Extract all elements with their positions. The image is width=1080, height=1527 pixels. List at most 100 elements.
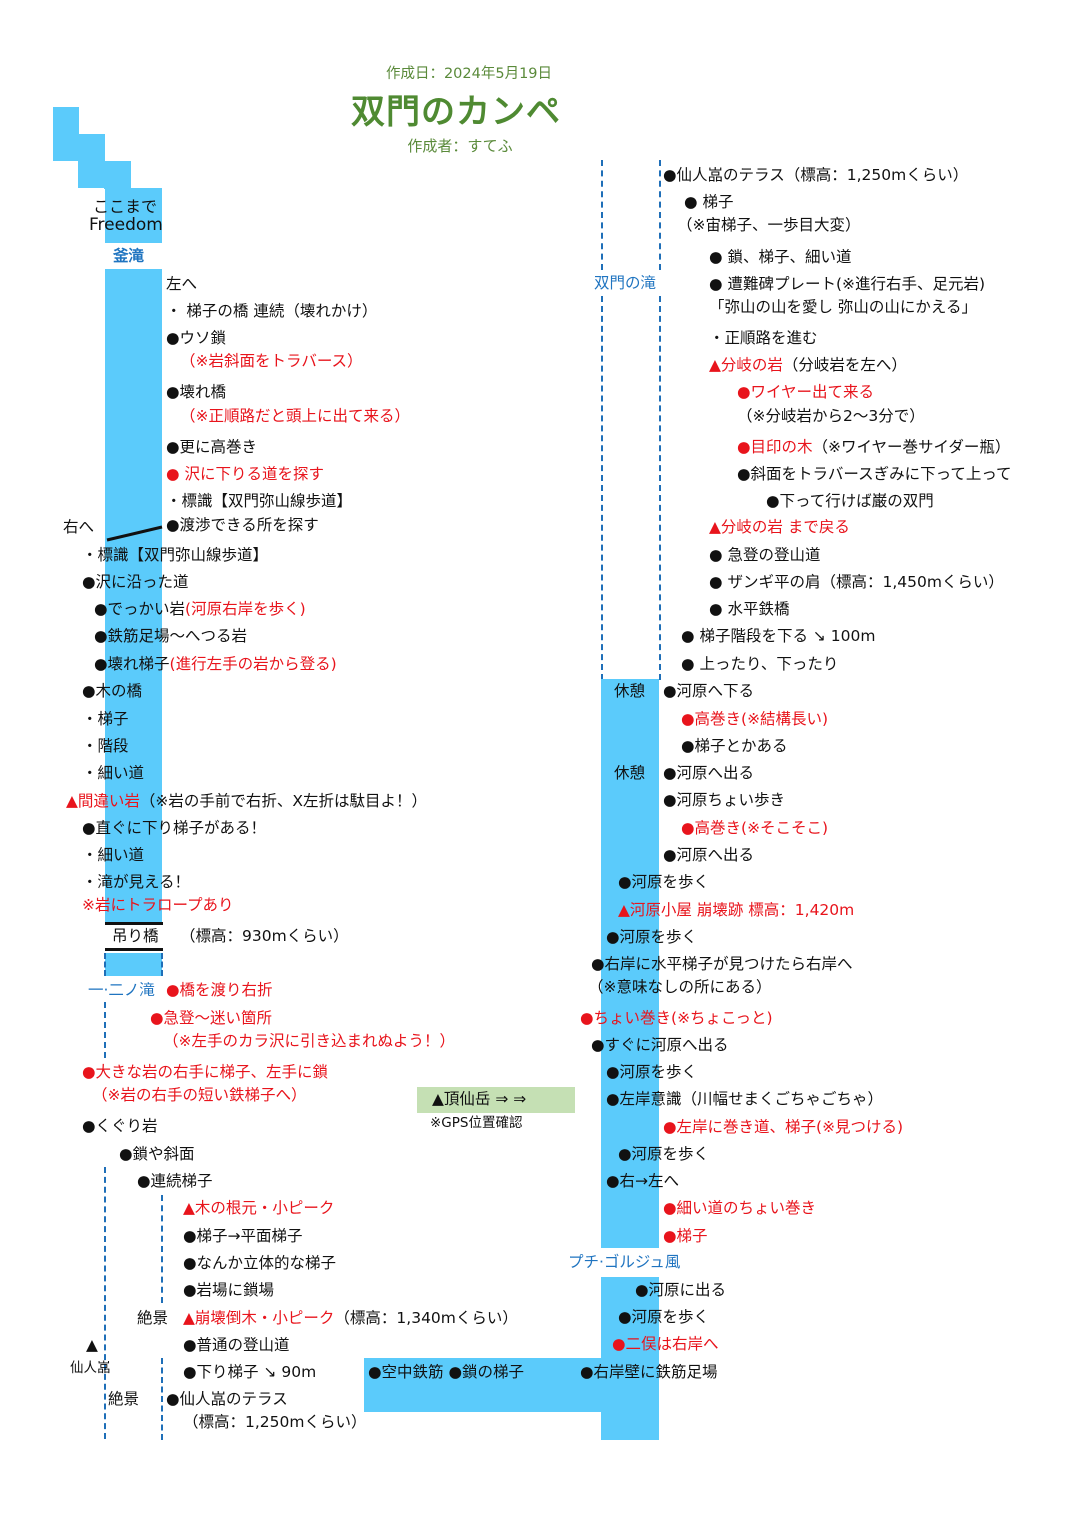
route-note: ●梯子 [663, 1226, 708, 1246]
route-note: ▲崩壊倒木・小ピーク（標高：1,340mくらい） [183, 1308, 518, 1328]
trail-dashed-line [161, 1358, 163, 1440]
route-note-text: ●斜面をトラバースぎみに下って上って [737, 465, 1012, 483]
gps-note: ※GPS位置確認 [430, 1115, 523, 1131]
route-note-text: 「弥山の山を愛し 弥山の山にかえる」 [709, 298, 977, 316]
route-note: ●急登～迷い箇所 [150, 1008, 272, 1028]
route-note: ●目印の木（※ワイヤー巻サイダー瓶） [737, 437, 1010, 457]
freedom-label-en: Freedom [89, 215, 163, 235]
route-note: ▲分岐の岩 まで戻る [709, 517, 850, 537]
route-note-text: ●下って行けば巌の双門 [766, 492, 934, 510]
route-note: ※岩にトラロープあり [82, 895, 234, 915]
route-note: ●木の橋 [82, 681, 142, 701]
route-note: ▲間違い岩（※岩の手前で右折、X左折は駄目よ！） [66, 791, 427, 811]
route-note-alert-text: ●ちょい巻き(※ちょこっと) [580, 1009, 773, 1027]
route-note: ● 梯子 [684, 192, 733, 212]
route-note: （標高：930mくらい） [180, 926, 349, 946]
route-note-text: ●河原へ出る [663, 764, 755, 782]
route-note: ●くぐり岩 [82, 1116, 158, 1136]
route-note: ●普通の登山道 [183, 1335, 290, 1355]
route-note: ●仙人嵓のテラス [166, 1389, 288, 1409]
trail-dashed-line [659, 296, 661, 680]
route-note-alert-text: ●細い道のちょい巻き [663, 1199, 817, 1217]
route-note-alert-text: ●二俣は右岸へ [612, 1335, 719, 1353]
route-note-text: （※意味なしの所にある） [588, 978, 772, 996]
route-note-text: ● 梯子 [684, 193, 734, 211]
chosen-peak-label: ▲頂仙岳 ⇒ ⇒ [432, 1090, 527, 1108]
route-note-text: ・細い道 [82, 846, 145, 864]
route-note: ・標識【双門弥山線歩道】 [82, 545, 268, 565]
chosen-peak-box [417, 1087, 575, 1113]
route-note-alert-text: ● 沢に下りる道を探す [166, 465, 324, 483]
route-note-alert-text: ▲崩壊倒木・小ピーク [183, 1309, 335, 1327]
route-note: （※左手のカラ沢に引き込まれぬよう！） [163, 1031, 455, 1051]
route-note-text: ●梯子とかある [681, 737, 788, 755]
route-note: ●連続梯子 [137, 1171, 213, 1191]
route-note-text: ●木の橋 [82, 682, 143, 700]
route-note: ●河原に出る [635, 1280, 726, 1300]
trail-dashed-line [601, 160, 603, 270]
bridge-line-top [105, 922, 163, 925]
route-note-text: （標高：1,340mくらい） [334, 1309, 518, 1327]
route-note-text: （※岩の手前で右折、X左折は駄目よ！） [139, 792, 428, 810]
route-note-text: 絶景 [108, 1390, 140, 1408]
route-note: ●ウソ鎖 [166, 328, 226, 348]
route-note: ・階段 [82, 736, 129, 756]
kamataki-label: 釜滝 [113, 247, 145, 265]
rest-label: 休憩 [614, 682, 646, 700]
trail-dashed-line [104, 1167, 106, 1439]
route-note: ・細い道 [82, 845, 144, 865]
route-note: ●右→左へ [606, 1171, 679, 1191]
route-note: ●でっかい岩(河原右岸を歩く) [94, 599, 306, 619]
route-note: ●渡渉できる所を探す [166, 515, 319, 535]
route-note: ●梯子とかある [681, 736, 788, 756]
route-note-text: ●右岸に水平梯子が見つけたら右岸へ [591, 955, 853, 973]
route-note-text: ●すぐに河原へ出る [591, 1036, 729, 1054]
route-note-alert-text: ▲分岐の岩 [709, 356, 783, 374]
route-note: （※岩斜面をトラバース） [180, 351, 363, 371]
route-note-text: ・標識【双門弥山線歩道】 [82, 546, 269, 564]
route-note-text: 右へ [63, 518, 95, 536]
route-note-alert-text: ●左岸に巻き道、梯子(※見つける) [663, 1118, 904, 1136]
route-note: （※分岐岩から2～3分で） [737, 406, 925, 426]
route-note: ●ワイヤー出て来る [737, 382, 874, 402]
route-note-alert-text: ●高巻き(※そこそこ) [681, 819, 829, 837]
route-note: ●左岸に巻き道、梯子(※見つける) [663, 1117, 903, 1137]
route-note-text: ・ 梯子の橋 連続（壊れかけ） [166, 302, 378, 320]
route-note-text: ●右→左へ [606, 1172, 680, 1190]
route-note-alert-text: （※正順路だと頭上に出て来る） [180, 407, 410, 425]
route-note-text: ・滝が見える！ [82, 873, 191, 891]
route-note-alert-text: ●目印の木 [737, 438, 813, 456]
route-note: ▲木の根元・小ピーク [183, 1198, 334, 1218]
route-note-text: ●下り梯子 ↘ 90m [183, 1363, 317, 1381]
route-note-text: ●渡渉できる所を探す [166, 516, 319, 534]
route-note: ・梯子 [82, 709, 129, 729]
route-note-text: ● 遭難碑プレート(※進行右手、足元岩) [709, 275, 986, 293]
route-note: （※宙梯子、一歩目大変） [677, 215, 861, 235]
route-note-text: ・梯子 [82, 710, 129, 728]
route-note: ● 水平鉄橋 [709, 599, 789, 619]
route-note: ●空中鉄筋 ●鎖の梯子 [368, 1362, 524, 1382]
trail-dashed-line [161, 953, 163, 976]
route-note-text: ● 急登の登山道 [709, 546, 821, 564]
bottom-connector-bar [364, 1358, 604, 1412]
route-note: ●岩場に鎖場 [183, 1280, 274, 1300]
route-note-text: ●河原を歩く [618, 1308, 710, 1326]
route-note-text: ●連続梯子 [137, 1172, 213, 1190]
freedom-block [105, 188, 162, 243]
route-note: ●なんか立体的な梯子 [183, 1253, 336, 1273]
route-note: ●橋を渡り右折 [166, 980, 273, 1000]
route-note: ●左岸意識（川幅せまくごちゃごちゃ） [606, 1089, 883, 1109]
trail-dashed-line [601, 296, 603, 680]
route-note-text: ●なんか立体的な梯子 [183, 1254, 337, 1272]
route-note: 「弥山の山を愛し 弥山の山にかえる」 [709, 297, 977, 317]
route-note: ●細い道のちょい巻き [663, 1198, 816, 1218]
route-note: ・滝が見える！ [82, 872, 190, 892]
route-note-alert-text: （※左手のカラ沢に引き込まれぬよう！） [163, 1032, 455, 1050]
trail-dashed-line [104, 953, 106, 976]
staircase-block [78, 134, 105, 188]
route-note-alert-text: (河原右岸を歩く) [185, 600, 306, 618]
route-note-alert-text: ▲分岐の岩 まで戻る [709, 518, 850, 536]
route-note: ●下り梯子 ↘ 90m [183, 1362, 316, 1382]
route-note: ▲分岐の岩（分岐岩を左へ） [709, 355, 907, 375]
staircase-block [104, 161, 131, 189]
